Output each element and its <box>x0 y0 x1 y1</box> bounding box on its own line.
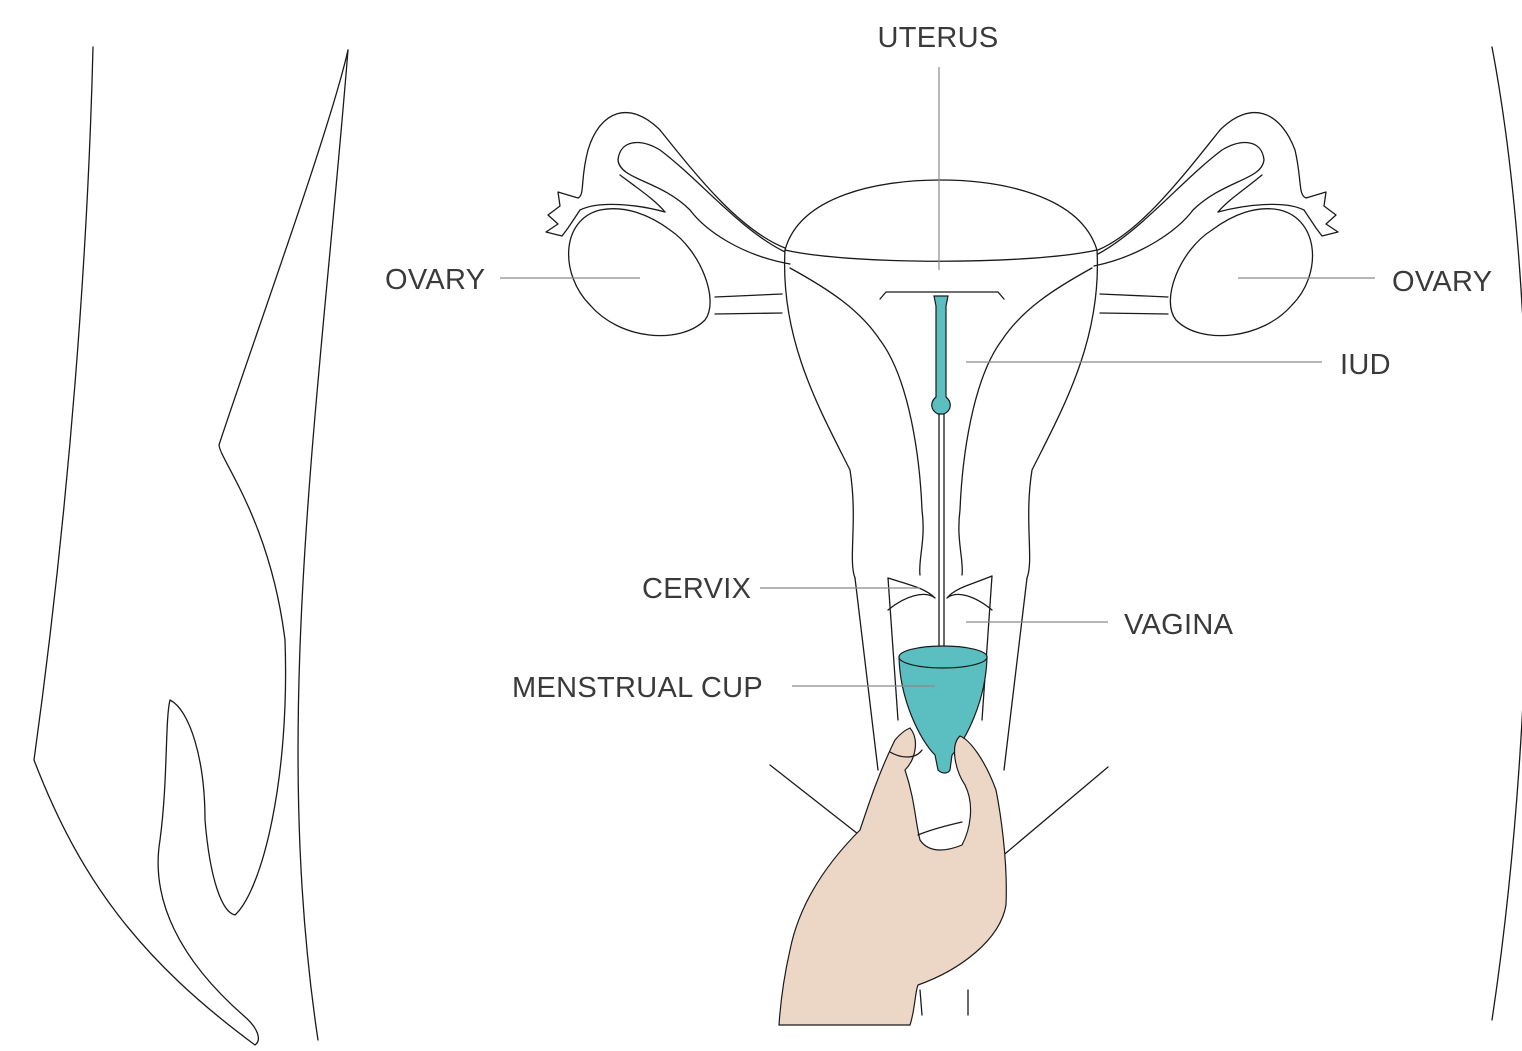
label-cervix: CERVIX <box>642 573 751 605</box>
label-menstrual-cup: MENSTRUAL CUP <box>512 672 763 704</box>
label-vagina: VAGINA <box>1124 609 1234 641</box>
body-outline-left <box>34 47 348 1045</box>
fallopian-tubes <box>546 113 1338 266</box>
label-uterus: UTERUS <box>877 22 998 54</box>
iud-stem <box>932 296 951 414</box>
label-iud: IUD <box>1340 349 1391 381</box>
body-outline-right <box>1492 47 1522 1020</box>
hand <box>779 728 1006 1025</box>
label-ovary-left: OVARY <box>385 264 485 296</box>
label-ovary-right: OVARY <box>1392 266 1492 298</box>
hip-lines <box>770 765 1108 858</box>
